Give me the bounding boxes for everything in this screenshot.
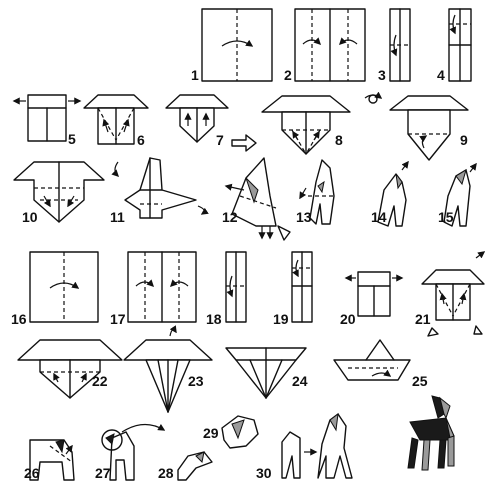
step-23-figure: [124, 330, 212, 412]
step-number: 16: [11, 311, 27, 327]
step-number: 5: [68, 131, 76, 147]
step-9-figure: [390, 96, 468, 160]
step-number: 9: [460, 132, 468, 148]
step-number: 14: [371, 209, 387, 225]
step-17-figure: [128, 252, 196, 322]
transition-arrow-icon: [232, 135, 256, 151]
step-30-figure: [282, 414, 352, 478]
step-number: 28: [158, 465, 174, 481]
step-number: 21: [415, 311, 431, 327]
step-number: 6: [137, 132, 145, 148]
step-11-figure: [125, 158, 204, 218]
step-number: 4: [437, 67, 445, 83]
step-number: 12: [222, 209, 238, 225]
step-number: 2: [284, 67, 292, 83]
step-16-figure: [30, 252, 98, 322]
step-18-figure: [226, 252, 246, 322]
step-number: 19: [273, 311, 289, 327]
step-21-figure: [422, 252, 484, 336]
step-20-figure: [346, 272, 402, 316]
step-4-figure: [449, 9, 471, 81]
step-number: 7: [216, 132, 224, 148]
step-27-figure: [102, 424, 164, 480]
step-number: 20: [340, 311, 356, 327]
step-number: 17: [110, 311, 126, 327]
step-number: 11: [110, 209, 125, 225]
step-12-figure: [226, 158, 290, 240]
step-number: 3: [378, 67, 386, 83]
step-1-figure: [202, 9, 272, 81]
step-29-figure: [222, 416, 258, 448]
finished-deer-figure: [408, 396, 454, 470]
step-number: 26: [24, 465, 40, 481]
step-number: 18: [206, 311, 222, 327]
step-number: 24: [292, 373, 308, 389]
step-number: 1: [191, 67, 199, 83]
step-28-figure: [178, 452, 212, 480]
step-22-figure: [18, 340, 122, 398]
step-number: 8: [335, 132, 343, 148]
step-number: 29: [203, 425, 219, 441]
step-number: 23: [188, 373, 204, 389]
step-3-figure: [390, 9, 410, 81]
step-number: 30: [256, 465, 272, 481]
step-8-figure: [262, 95, 381, 154]
step-number: 25: [412, 373, 428, 389]
step-number: 15: [438, 209, 454, 225]
step-2-figure: [295, 9, 365, 81]
step-number: 10: [22, 209, 38, 225]
step-25-figure: [334, 340, 410, 380]
step-number: 27: [95, 465, 111, 481]
step-number: 22: [92, 373, 108, 389]
step-number: 13: [296, 209, 312, 225]
step-19-figure: [292, 252, 312, 322]
